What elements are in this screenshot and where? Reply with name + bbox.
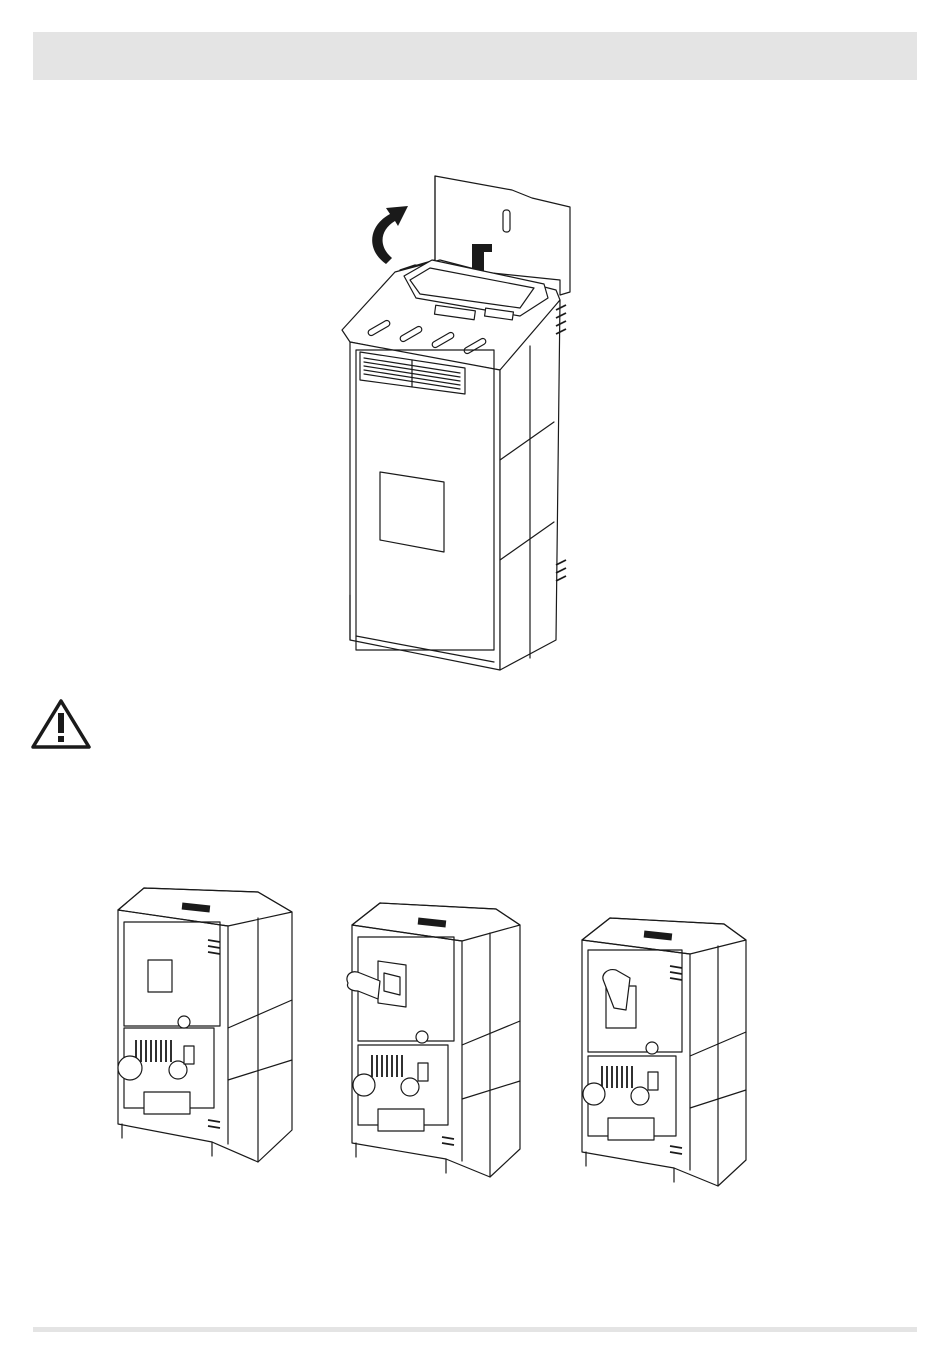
footer-rule — [33, 1327, 917, 1332]
stove-rear-side-flue-icon — [340, 895, 530, 1185]
stove-rear-view-icon — [108, 880, 294, 1170]
header-bar — [33, 32, 917, 80]
stove-rear-top-flue-icon — [574, 910, 754, 1195]
stove-top-panel-removal-icon — [320, 170, 590, 680]
warning-triangle-icon — [30, 698, 92, 750]
